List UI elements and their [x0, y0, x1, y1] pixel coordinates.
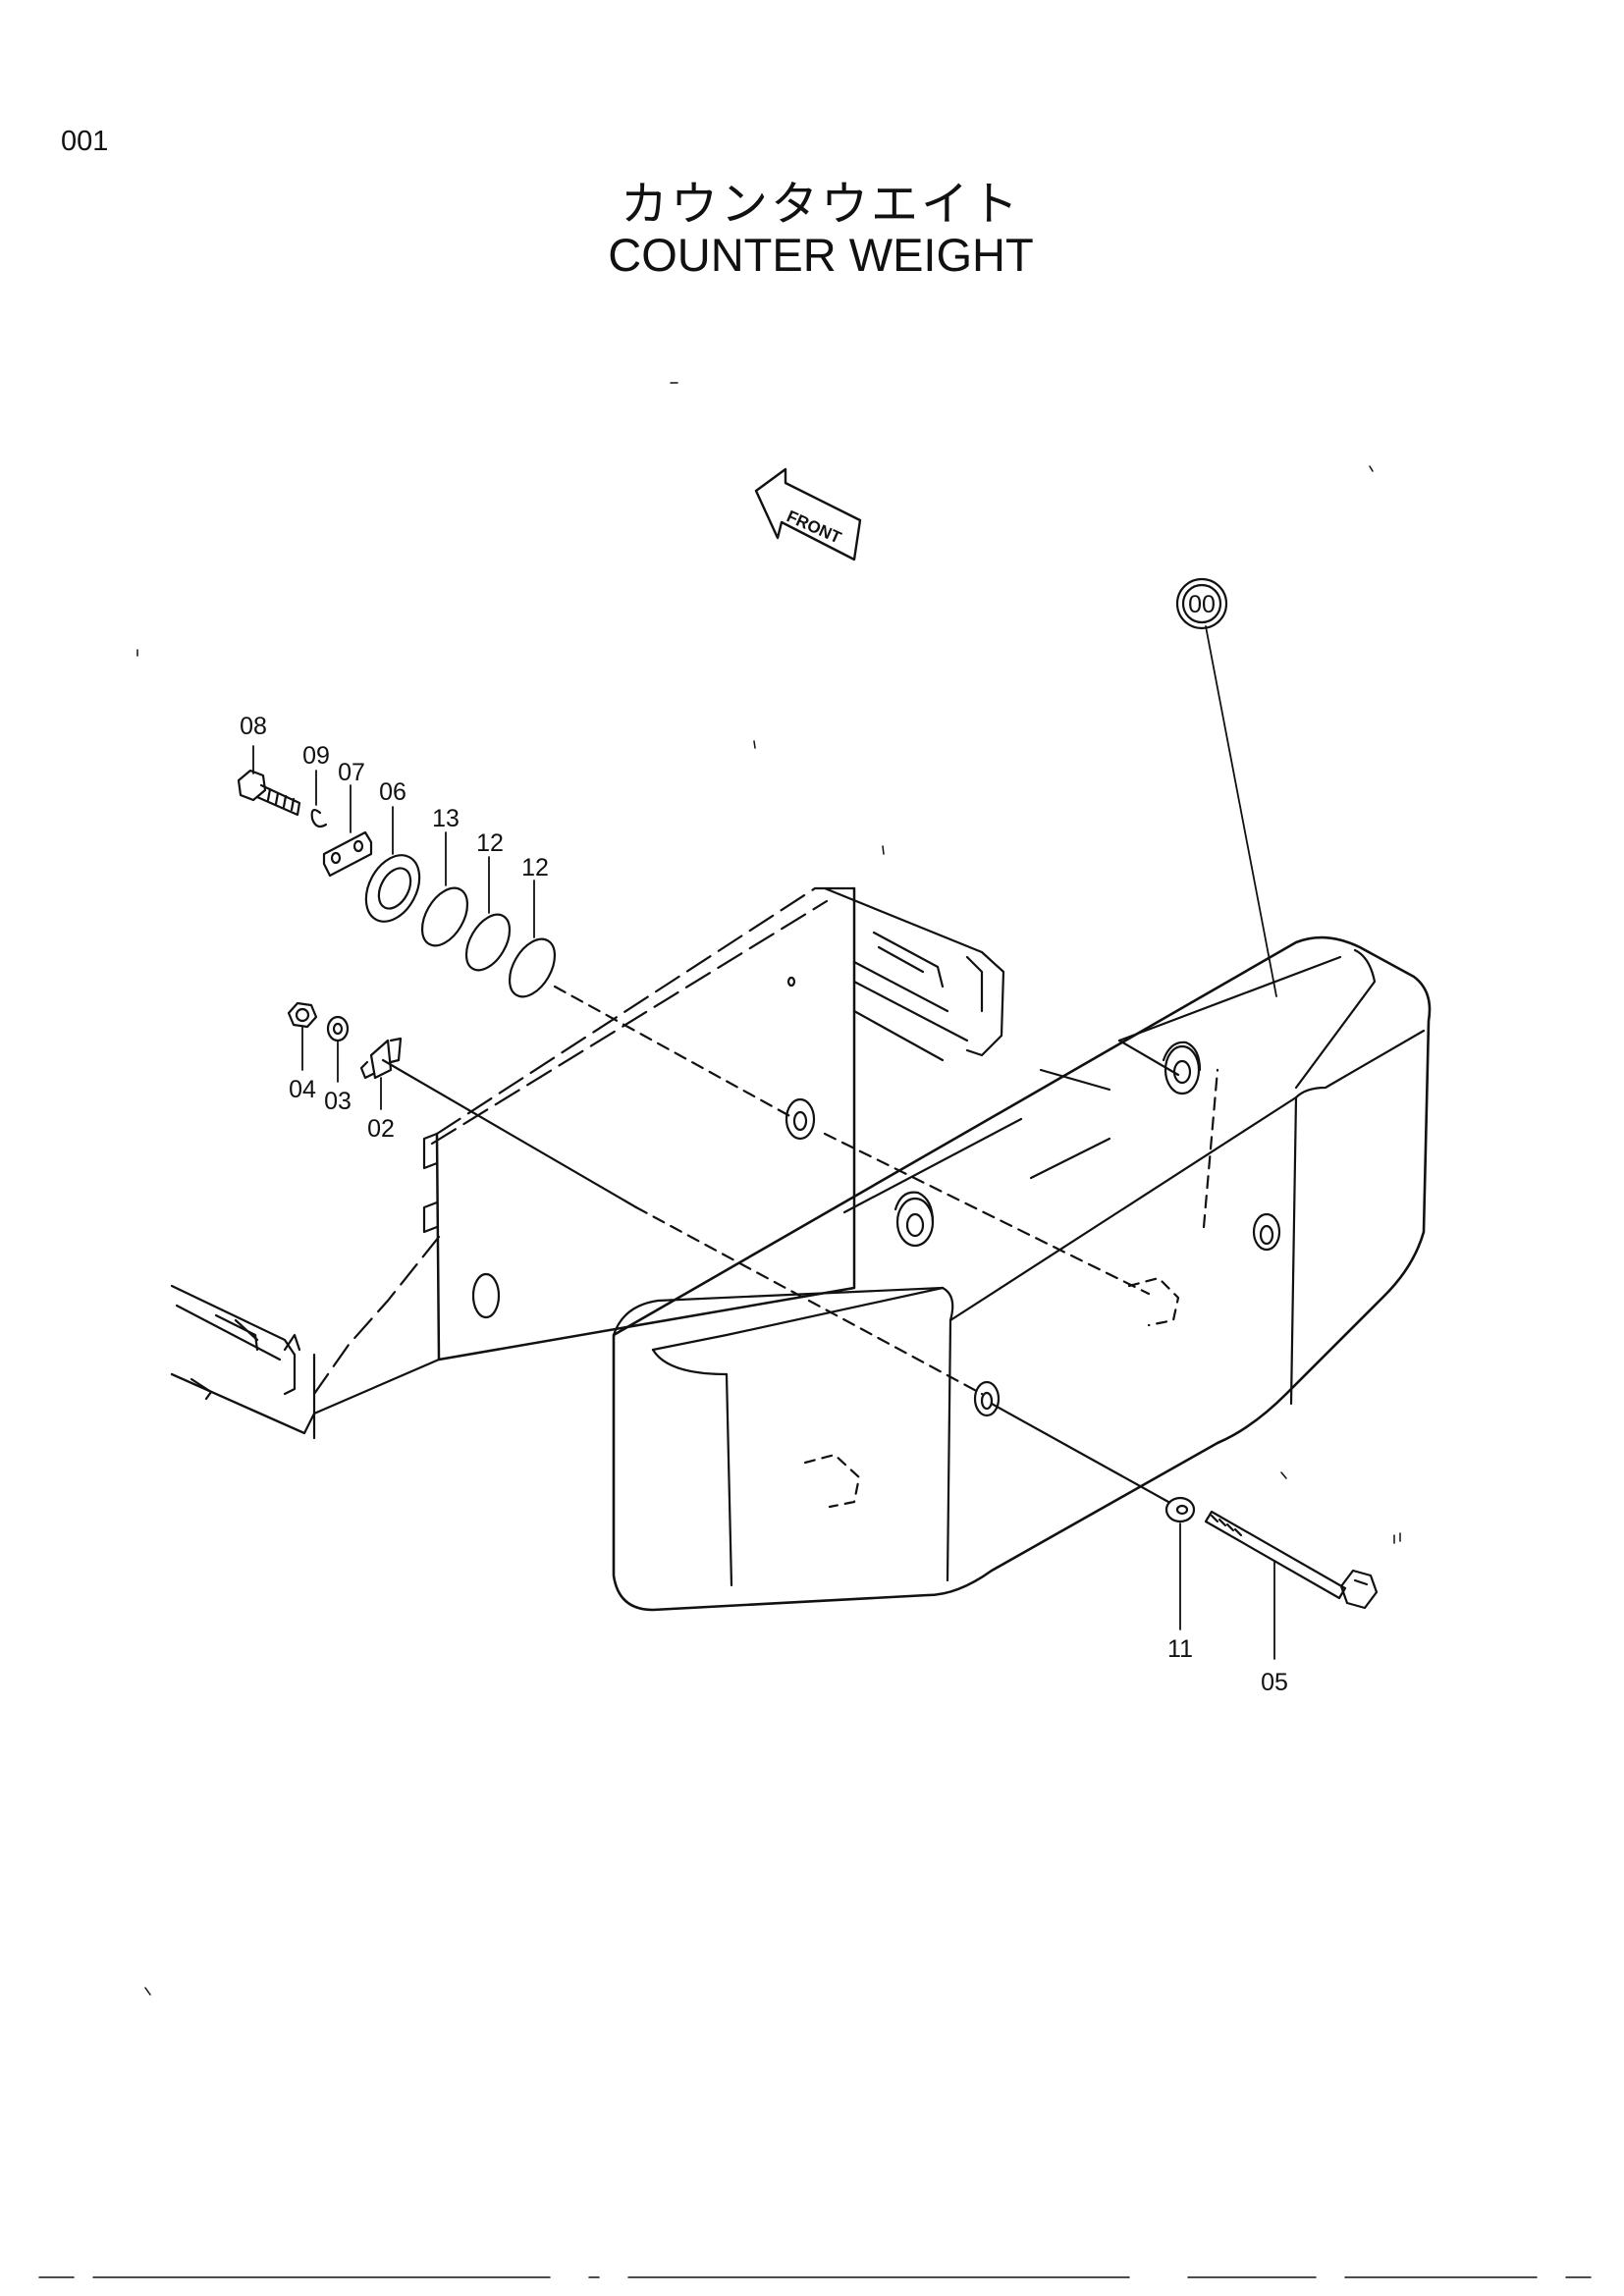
- callout-11: 11: [1167, 1635, 1193, 1663]
- callout-12-first: 12: [476, 829, 504, 857]
- lock-plate-07: [322, 830, 373, 878]
- page-number: 001: [61, 126, 109, 157]
- long-bolt-05: [1204, 1510, 1379, 1610]
- callout-06: 06: [379, 778, 406, 806]
- counterweight-body: [612, 935, 1432, 1612]
- shim-12-a: [464, 913, 512, 972]
- scan-marks: [38, 382, 1592, 2278]
- callout-05: 05: [1261, 1669, 1288, 1696]
- callout-00: 00: [1188, 591, 1216, 618]
- callout-13: 13: [432, 805, 460, 832]
- front-arrow-label: FRONT: [784, 507, 844, 547]
- spring-washer-09: [310, 809, 328, 828]
- frame-outline: [170, 886, 1005, 1440]
- shim-13: [420, 886, 469, 947]
- bracket-02: [359, 1037, 403, 1080]
- callout-12-second: 12: [521, 854, 549, 881]
- nut-04: [287, 1001, 318, 1029]
- callout-03: 03: [324, 1088, 352, 1115]
- callout-leader-lines: [252, 625, 1277, 1660]
- bolt-08: [237, 769, 301, 817]
- front-arrow-icon: FRONT: [754, 467, 862, 561]
- page-title-japanese: カウンタウエイト: [620, 177, 1021, 232]
- callout-08: 08: [240, 713, 267, 740]
- page-title-english: COUNTER WEIGHT: [608, 229, 1034, 281]
- callout-07: 07: [338, 759, 365, 786]
- washer-06: [364, 854, 421, 923]
- washer-11: [1164, 1496, 1196, 1523]
- callout-02: 02: [367, 1115, 395, 1143]
- shim-12-b: [508, 937, 557, 998]
- assembly-callout-bubble: [1175, 577, 1228, 630]
- callout-04: 04: [289, 1076, 316, 1103]
- callout-09: 09: [302, 742, 330, 770]
- assembly-leader-lines: [381, 985, 1219, 1504]
- washer-03: [326, 1015, 350, 1042]
